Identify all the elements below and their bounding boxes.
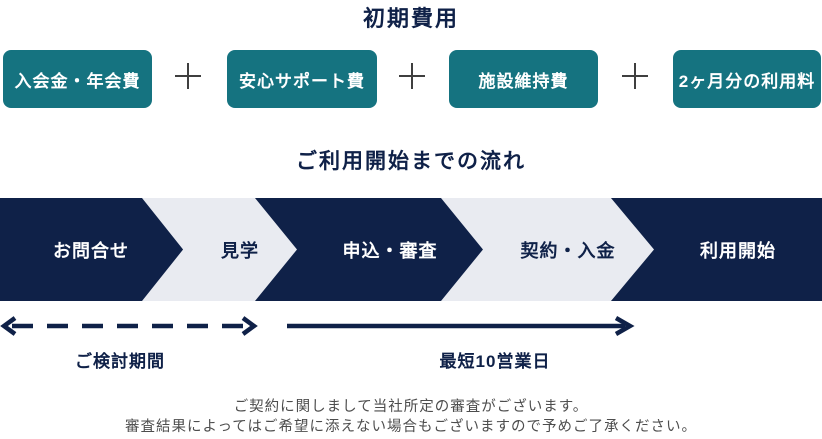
cost-box-label: 入会金・年会費 [14,71,141,91]
solid-right-arrow-icon [287,316,635,336]
flow-step-band: お問合せ 見学 申込・審査 契約・入金 利用開始 [0,198,822,301]
consideration-period-label: ご検討期間 [75,352,165,371]
flow-step-application-screening: 申込・審査 [342,240,438,261]
cost-box-label: 2ヶ月分の利用料 [678,71,816,91]
cost-box-admission-fee: 入会金・年会費 [3,50,152,108]
plus-icon [175,63,201,89]
cost-box-label: 施設維持費 [478,71,569,91]
flow-step-tour: 見学 [221,240,259,261]
plus-icon [399,63,425,89]
dashed-double-arrow-icon [0,316,258,336]
flow-step-contract-payment: 契約・入金 [520,240,616,261]
flow-step-start: 利用開始 [700,240,776,261]
initial-cost-title: 初期費用 [362,6,459,31]
flow-step-inquiry: お問合せ [53,240,129,261]
chevron-shape [142,198,297,301]
business-days-label: 最短10営業日 [439,352,551,371]
flow-title: ご利用開始までの流れ [296,150,526,173]
cost-box-facility-fee: 施設維持費 [449,50,598,108]
cost-box-label: 安心サポート費 [239,71,365,91]
plus-icon [622,63,648,89]
footer-note-line2: 審査結果によってはご希望に添えない場合もございますので予めご了承ください。 [124,419,698,435]
cost-box-support-fee: 安心サポート費 [227,50,377,108]
cost-box-two-months-fee: 2ヶ月分の利用料 [673,50,821,108]
footer-note-line1: ご契約に関しまして当社所定の審査がございます。 [233,399,589,415]
